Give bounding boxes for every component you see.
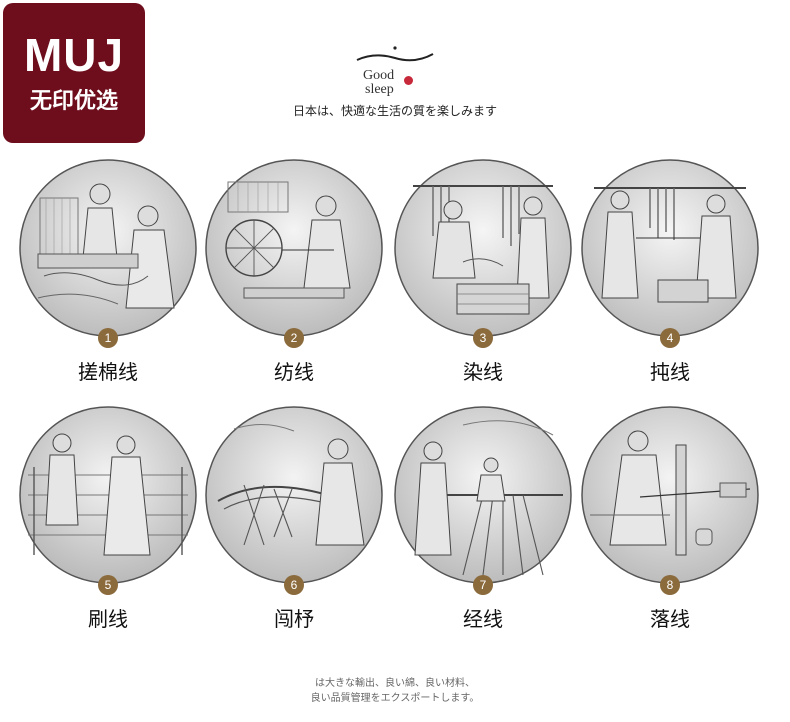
step-3-illustration	[394, 159, 572, 337]
logo-subtitle: 无印优选	[29, 89, 118, 114]
step-label: 扽线	[650, 360, 690, 384]
footer-text: は大きな輸出、良い綿、良い材料、 良い品質管理をエクスポートします。	[0, 676, 790, 706]
step-number-badge: 1	[98, 328, 118, 348]
step-label: 刷线	[88, 607, 128, 631]
step-number-badge: 3	[473, 328, 493, 348]
step-5-illustration	[19, 406, 197, 584]
step-number-badge: 6	[284, 575, 304, 595]
footer-line: は大きな輸出、良い綿、良い材料、	[315, 678, 475, 689]
step-7: 7 经线	[393, 405, 573, 635]
good-sleep-brand: Good sleep	[355, 42, 435, 100]
step-label: 经线	[463, 607, 503, 631]
step-number-badge: 8	[660, 575, 680, 595]
red-dot-icon	[404, 76, 413, 85]
step-4: 4 扽线	[580, 158, 760, 388]
brand-good-text: Good	[363, 68, 395, 83]
step-label: 落线	[650, 607, 690, 631]
step-label: 闯杼	[274, 607, 314, 631]
step-2-illustration	[205, 159, 383, 337]
step-7-illustration	[394, 406, 572, 584]
step-5: 5 刷线	[18, 405, 198, 635]
step-8-illustration	[581, 406, 759, 584]
wave-ornament-icon	[356, 46, 434, 62]
step-6: 6 闯杼	[204, 405, 384, 635]
brand-logo: MUJ 无印优选	[3, 3, 145, 143]
brand-sleep-text: sleep	[365, 82, 394, 97]
tagline: 日本は、快適な生活の質を楽しみます	[292, 104, 497, 118]
footer-line: 良い品質管理をエクスポートします。	[310, 693, 480, 704]
step-number-badge: 7	[473, 575, 493, 595]
step-number-badge: 2	[284, 328, 304, 348]
step-1-illustration	[19, 159, 197, 337]
step-4-illustration	[581, 159, 759, 337]
step-number-badge: 5	[98, 575, 118, 595]
step-6-illustration	[205, 406, 383, 584]
step-2: 2 纺线	[204, 158, 384, 388]
logo-mark: MUJ	[23, 29, 125, 81]
step-label: 纺线	[274, 360, 314, 384]
step-number-badge: 4	[660, 328, 680, 348]
step-8: 8 落线	[580, 405, 760, 635]
step-label: 搓棉线	[78, 360, 138, 384]
step-3: 3 染线	[393, 158, 573, 388]
step-1: 1 搓棉线	[18, 158, 198, 388]
step-label: 染线	[463, 360, 503, 384]
